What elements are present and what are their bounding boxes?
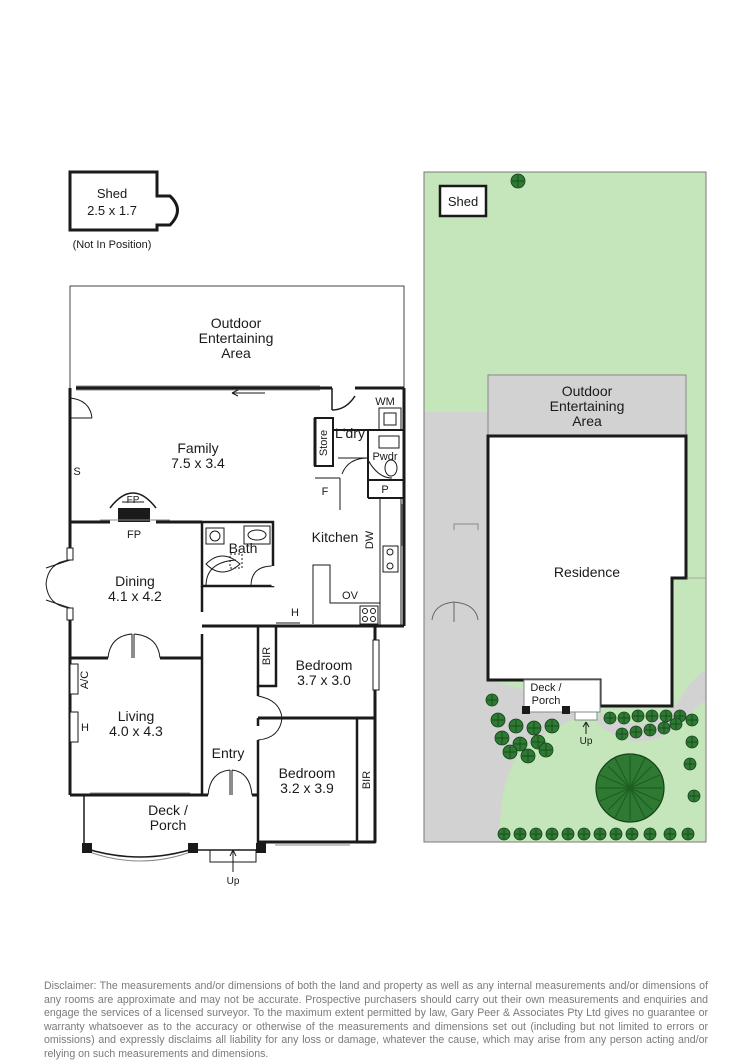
shrub-detail	[528, 722, 540, 734]
site-outdoor-label-3: Area	[572, 413, 602, 429]
shrub-detail	[659, 723, 669, 733]
site-outdoor-area	[487, 374, 687, 437]
dining-name: Dining	[115, 573, 155, 589]
shrub-detail	[547, 829, 557, 839]
powder-label: Pwdr	[372, 451, 397, 463]
wm-label: WM	[375, 396, 395, 408]
shrub-detail	[499, 829, 509, 839]
shrub-detail	[595, 829, 605, 839]
shrub-detail	[645, 725, 655, 735]
shrub-detail	[611, 829, 621, 839]
site-outdoor-label-1: Outdoor	[562, 383, 613, 399]
site-residence-label: Residence	[554, 564, 620, 580]
shrub-detail	[540, 744, 552, 756]
site-deck-label-2: Porch	[532, 695, 561, 707]
family-size: 7.5 x 3.4	[171, 455, 225, 471]
site-deck-label-1: Deck /	[530, 682, 562, 694]
feature-tree	[595, 753, 665, 823]
shrub-detail	[683, 829, 693, 839]
bedroom2-size: 3.2 x 3.9	[280, 780, 334, 796]
site-shed	[438, 184, 488, 218]
fireplace-label: FP	[127, 495, 140, 506]
shrub-detail	[579, 829, 589, 839]
shrub-detail	[619, 713, 629, 723]
shrub-detail	[546, 720, 558, 732]
store-label: Store	[318, 430, 330, 456]
shrub-detail	[605, 713, 615, 723]
shrub-detail	[532, 736, 544, 748]
shrub-detail	[515, 829, 525, 839]
site-trees	[485, 173, 701, 841]
fireplace-label-2: FP	[127, 529, 141, 541]
bir2-label: BIR	[361, 771, 373, 789]
family-name: Family	[177, 440, 218, 456]
bedroom1-name: Bedroom	[296, 657, 353, 673]
dishwasher-label: DW	[364, 530, 376, 549]
shrub-detail	[522, 750, 534, 762]
heater-hall-label: H	[291, 607, 299, 619]
kitchen-island	[312, 564, 380, 624]
ac-label: A/C	[79, 671, 91, 689]
fridge-label: F	[322, 486, 329, 498]
deck-label-2: Porch	[150, 817, 187, 833]
shrub-detail	[685, 759, 695, 769]
living-name: Living	[118, 708, 155, 724]
shrub-detail	[492, 714, 504, 726]
living-size: 4.0 x 4.3	[109, 723, 163, 739]
shrub-detail	[687, 715, 697, 725]
shed-name: Shed	[97, 186, 127, 201]
deck-label-1: Deck /	[148, 802, 188, 818]
shrub-detail	[645, 829, 655, 839]
shrub-detail	[647, 711, 657, 721]
outdoor-label-2: Entertaining	[199, 330, 274, 346]
bedroom2-name: Bedroom	[279, 765, 336, 781]
pantry-label: P	[381, 484, 388, 496]
shrub-detail	[633, 711, 643, 721]
shed-floor-plan: Shed 2.5 x 1.7 (Not In Position)	[68, 170, 179, 251]
bath-label: Bath	[229, 540, 258, 556]
outdoor-area-outline	[69, 285, 405, 388]
up-label: Up	[227, 876, 240, 887]
shed-size: 2.5 x 1.7	[87, 203, 137, 218]
shrub-detail	[487, 695, 497, 705]
floor-plan: Shed 2.5 x 1.7 (Not In Position)	[45, 170, 707, 887]
entry-label: Entry	[212, 745, 245, 761]
site-outdoor-label-2: Entertaining	[550, 398, 625, 414]
s-label: S	[73, 466, 80, 478]
shed-note: (Not In Position)	[73, 239, 152, 251]
shrub-detail	[563, 829, 573, 839]
site-labels: Shed Outdoor Entertaining Area Residence…	[448, 194, 625, 747]
outdoor-label-1: Outdoor	[211, 315, 262, 331]
shrub-detail	[514, 738, 526, 750]
laundry-label: L'dry	[335, 425, 365, 441]
bedroom1-size: 3.7 x 3.0	[297, 672, 351, 688]
shrub-detail	[661, 711, 671, 721]
shrub-detail	[631, 727, 641, 737]
shrub-detail	[512, 175, 524, 187]
shrub-detail	[531, 829, 541, 839]
shrub-detail	[627, 829, 637, 839]
site-plan	[423, 171, 707, 843]
outdoor-label-3: Area	[221, 345, 251, 361]
shrub-detail	[687, 737, 697, 747]
floor-plan-labels: Outdoor Entertaining Area Family 7.5 x 3…	[73, 315, 398, 887]
heater-living-label: H	[81, 722, 89, 734]
shrub-detail	[504, 746, 516, 758]
disclaimer-text: Disclaimer: The measurements and/or dime…	[44, 980, 708, 1060]
shrub-detail	[496, 732, 508, 744]
shrub-detail	[689, 791, 699, 801]
kitchen-label: Kitchen	[312, 529, 359, 545]
house-floor-plan	[45, 285, 406, 872]
oven-label: OV	[342, 590, 359, 602]
bir1-label: BIR	[261, 647, 273, 665]
site-shed-label: Shed	[448, 194, 478, 209]
shrub-detail	[617, 729, 627, 739]
dining-size: 4.1 x 4.2	[108, 588, 162, 604]
shrub-detail	[665, 829, 675, 839]
shrub-detail	[510, 720, 522, 732]
shrub-detail	[671, 719, 681, 729]
site-up-label: Up	[580, 736, 593, 747]
